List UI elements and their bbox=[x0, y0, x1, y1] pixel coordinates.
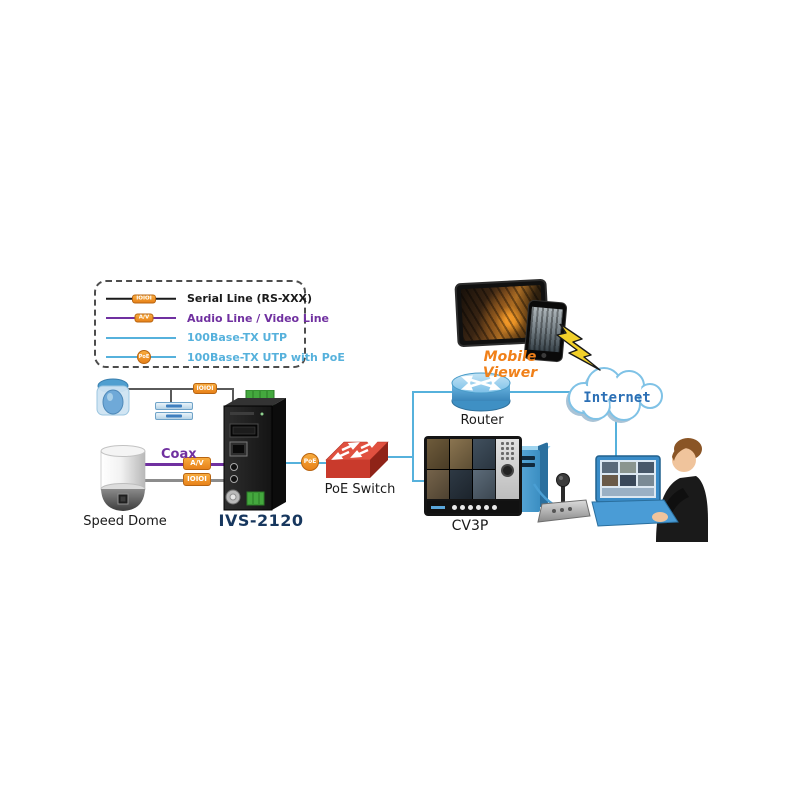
link-router-internet bbox=[508, 391, 574, 393]
legend-box: IOIOI Serial Line (RS-XXX) A/V Audio Lin… bbox=[94, 280, 345, 368]
serial-badge-icon: IOIOI bbox=[132, 294, 156, 304]
legend-row-utp: 100Base-TX UTP bbox=[104, 328, 300, 348]
legend-row-av: A/V Audio Line / Video Line bbox=[104, 309, 329, 329]
coax-label: Coax bbox=[161, 447, 197, 462]
link-camera-serial-drop bbox=[232, 388, 234, 405]
lightning-bolt-icon bbox=[556, 323, 602, 376]
speed-dome-label: Speed Dome bbox=[83, 514, 167, 529]
joystick-icon bbox=[532, 468, 592, 530]
speed-dome-icon bbox=[94, 444, 152, 518]
link-controller-drop bbox=[170, 389, 172, 403]
poe-badge-link: PoE bbox=[301, 453, 319, 471]
legend-row-poe: PoE 100Base-TX UTP with PoE bbox=[104, 348, 345, 368]
mobile-viewer-label: Mobile Viewer bbox=[482, 349, 538, 381]
monitor-button-bar bbox=[427, 501, 519, 513]
jog-dial-icon bbox=[501, 464, 514, 477]
internet-label: Internet bbox=[583, 390, 650, 406]
monitor-control-panel bbox=[496, 439, 519, 499]
link-switch-trunk bbox=[386, 456, 414, 458]
poe-switch-icon bbox=[324, 434, 390, 488]
ivs-2120-label: IVS-2120 bbox=[218, 511, 304, 530]
serial-controller-icon bbox=[155, 402, 193, 422]
link-trunk-vertical bbox=[412, 391, 414, 482]
link-trunk-router bbox=[412, 391, 458, 393]
link-camera-serial bbox=[122, 388, 234, 390]
surveillance-grid bbox=[427, 439, 495, 499]
legend-label-av: Audio Line / Video Line bbox=[187, 311, 330, 325]
poe-badge-icon: PoE bbox=[137, 350, 151, 365]
legend-label-poe: 100Base-TX UTP with PoE bbox=[187, 350, 345, 364]
legend-row-serial: IOIOI Serial Line (RS-XXX) bbox=[104, 289, 312, 309]
ivs-2120-icon bbox=[220, 389, 294, 518]
remote-user-icon bbox=[590, 430, 710, 546]
serial-badge-top: IOIOI bbox=[193, 383, 217, 394]
legend-label-serial: Serial Line (RS-XXX) bbox=[187, 292, 313, 306]
av-badge-coax: A/V bbox=[183, 457, 211, 470]
poe-switch-label: PoE Switch bbox=[324, 482, 396, 497]
legend-label-utp: 100Base-TX UTP bbox=[187, 331, 288, 345]
link-internet-laptop bbox=[615, 415, 617, 467]
link-trunk-cv3p bbox=[412, 480, 432, 482]
internet-cloud-icon: Internet bbox=[554, 358, 674, 432]
cv3p-label: CV3P bbox=[451, 518, 489, 534]
utp-line-sample bbox=[106, 336, 176, 339]
serial-badge-coax: IOIOI bbox=[183, 473, 211, 486]
av-badge-icon: A/V bbox=[134, 313, 154, 323]
ptz-camera-icon bbox=[94, 377, 132, 423]
router-label: Router bbox=[460, 413, 504, 428]
cv3p-monitor-icon bbox=[424, 436, 522, 516]
router-icon bbox=[450, 370, 514, 418]
